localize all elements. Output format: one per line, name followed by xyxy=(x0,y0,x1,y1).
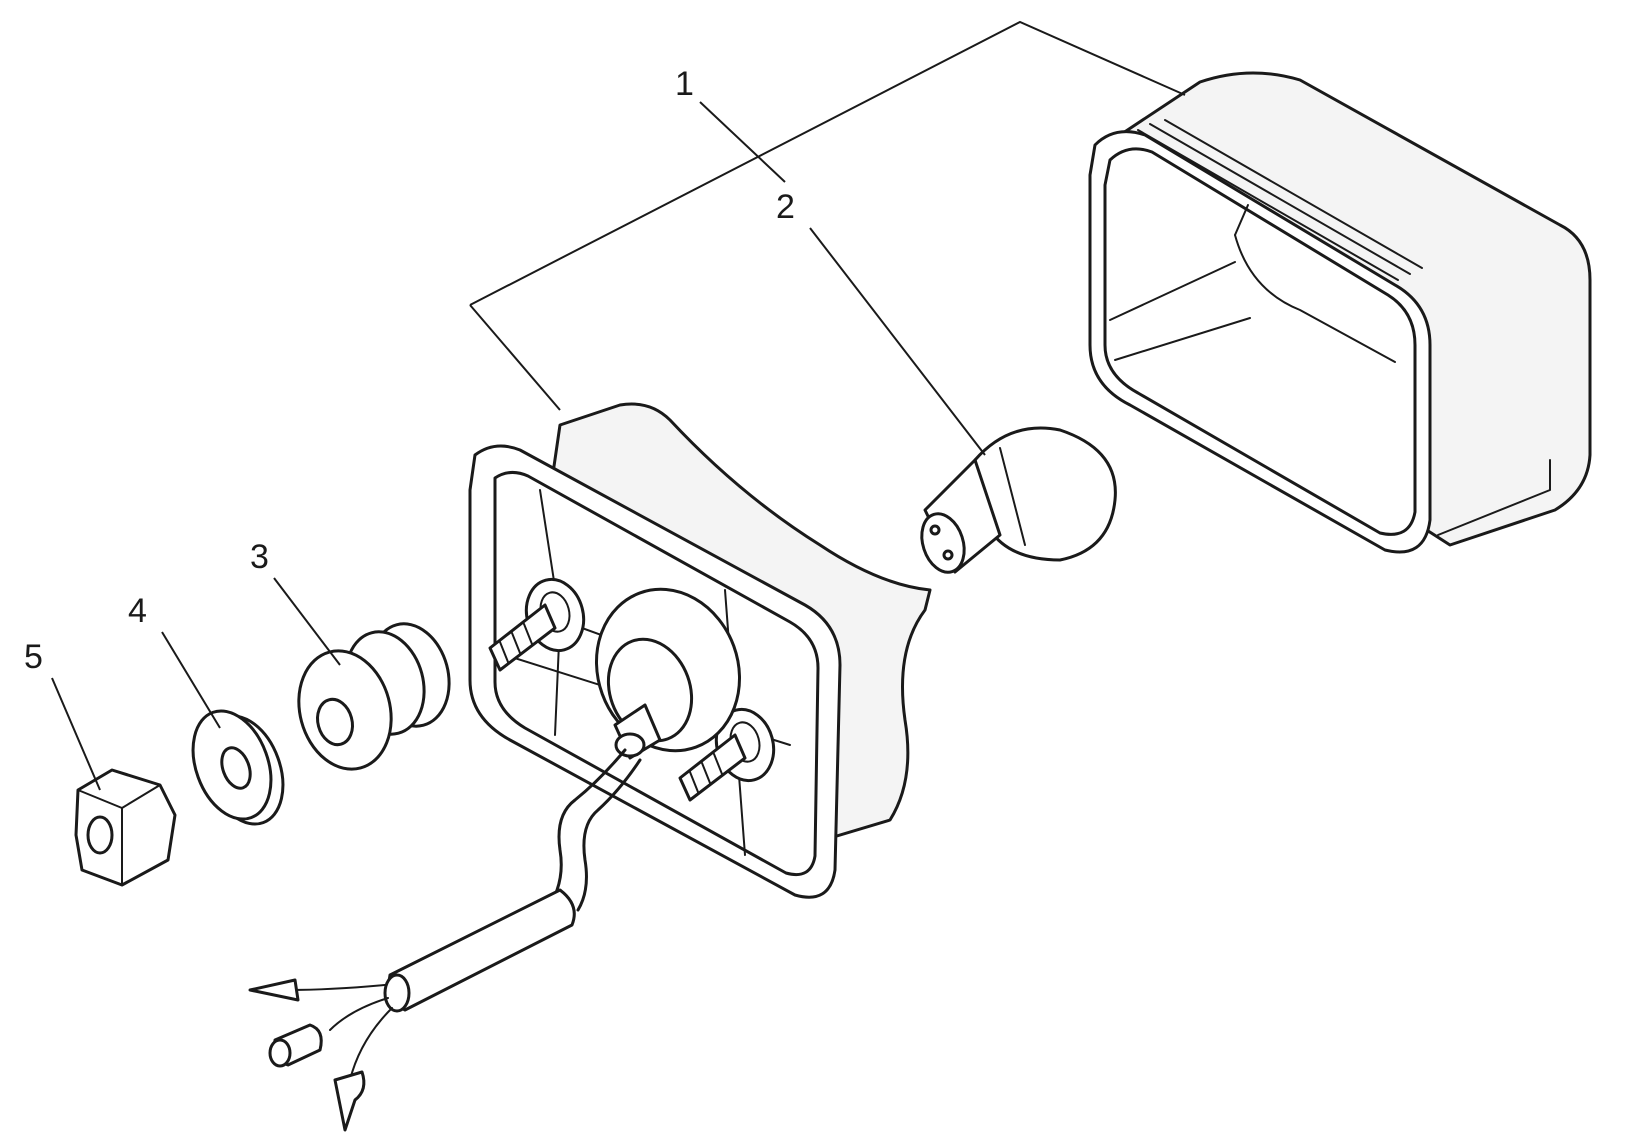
grommet xyxy=(297,622,451,771)
washer xyxy=(191,709,285,826)
lens-cover xyxy=(1088,71,1592,554)
callout-5: 5 xyxy=(24,638,43,676)
callout-1: 1 xyxy=(675,65,694,103)
lamp-housing xyxy=(468,402,932,899)
callout-4: 4 xyxy=(128,592,147,630)
hex-nut xyxy=(74,768,177,887)
callout-3: 3 xyxy=(250,538,269,576)
bulb xyxy=(920,426,1117,574)
callout-2: 2 xyxy=(776,188,795,226)
wire-harness xyxy=(248,748,642,1132)
callout-labels: 1 2 3 4 5 xyxy=(24,65,795,676)
callout-leaders xyxy=(51,20,1186,791)
